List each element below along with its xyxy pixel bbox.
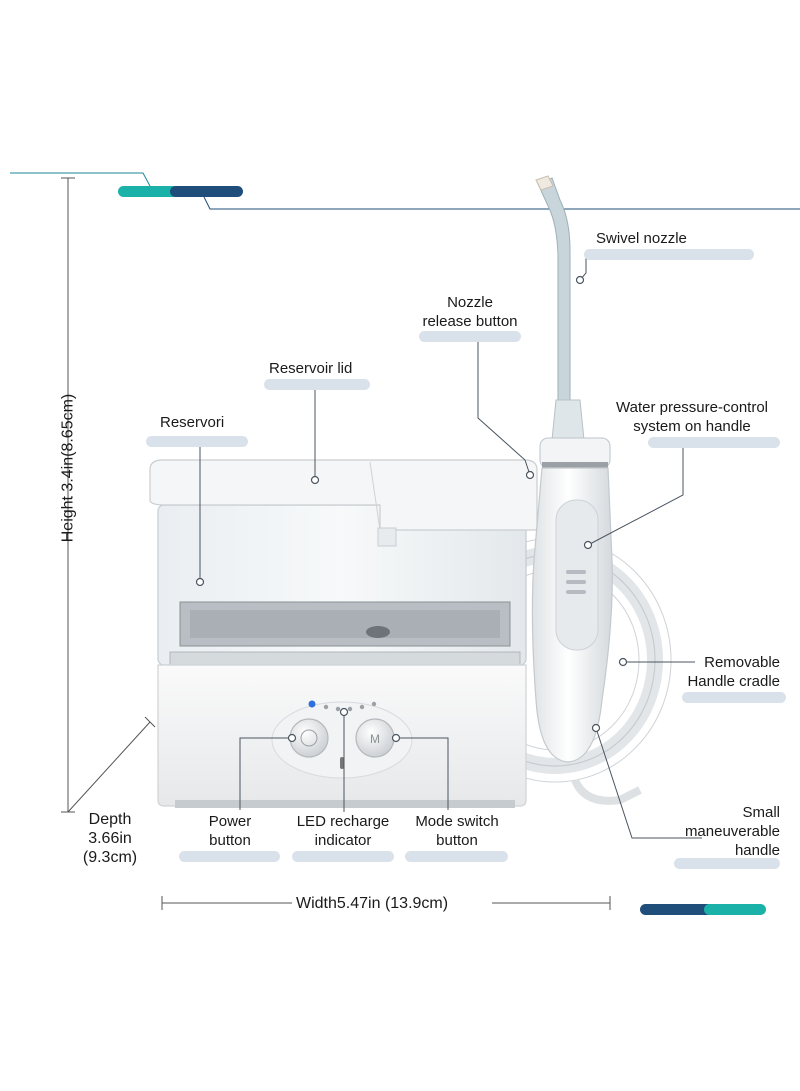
label-removable-handle-cradle: Removable Handle cradle — [640, 653, 780, 691]
label-bar-power-button — [179, 851, 280, 862]
label-line: 3.66in — [88, 830, 132, 847]
label-line: Depth — [88, 811, 132, 828]
base-unit: M — [157, 664, 527, 808]
bottom-accent — [640, 904, 766, 915]
label-line: button — [209, 832, 251, 849]
label-line: (9.3cm) — [82, 849, 138, 866]
label-mode-switch-button: Mode switch button — [405, 812, 509, 850]
label-swivel-nozzle: Swivel nozzle — [596, 230, 687, 247]
label-bar-swivel-nozzle — [584, 249, 754, 260]
label-bar-nozzle-release — [419, 331, 521, 342]
label-line: button — [436, 832, 478, 849]
led-dot — [371, 701, 377, 707]
svg-text:M: M — [370, 732, 380, 746]
led-dot — [347, 706, 353, 712]
navy-accent-bar-bottom — [640, 904, 718, 915]
led-dot — [335, 706, 341, 712]
label-reservoir: Reservori — [160, 414, 225, 431]
label-line: indicator — [314, 832, 372, 849]
label-line: release button — [422, 313, 518, 330]
label-line: maneuverable — [684, 823, 780, 840]
label-bar-mode-switch — [405, 851, 508, 862]
top-accent — [10, 172, 800, 210]
depth-dimension-line — [67, 716, 156, 813]
width-dimension-line — [161, 896, 611, 910]
label-power-button: Power button — [180, 812, 280, 850]
label-bar-led-indicator — [292, 851, 394, 862]
label-small-maneuverable-handle: Small maneuverable handle — [640, 803, 780, 860]
label-bar-small-handle — [674, 858, 780, 869]
label-line: Small — [742, 804, 780, 821]
label-pressure-control-system: Water pressure-control system on handle — [602, 398, 782, 436]
height-dimension-label: Height 3.4in(8.65cm) — [59, 393, 77, 543]
label-led-recharge-indicator: LED recharge indicator — [287, 812, 399, 850]
label-bar-reservoir — [146, 436, 248, 447]
label-line: Removable — [704, 654, 780, 671]
water-flosser-handle — [531, 175, 613, 763]
led-dot — [323, 704, 329, 710]
nozzle-tip — [535, 175, 554, 191]
teal-accent-bar — [118, 186, 178, 197]
label-bar-reservoir-lid — [264, 379, 370, 390]
reservoir-tank — [157, 466, 527, 667]
depth-dimension-label: Depth 3.66in (9.3cm) — [70, 810, 150, 867]
label-line: Handle cradle — [687, 673, 780, 690]
label-line: Nozzle — [447, 294, 493, 311]
callout-dots — [195, 275, 628, 743]
reservoir-lid — [149, 459, 538, 547]
label-bar-pressure-control — [648, 437, 780, 448]
label-line: handle — [734, 842, 780, 859]
label-line: Water pressure-control — [616, 399, 768, 416]
label-nozzle-release-button: Nozzle release button — [420, 293, 520, 331]
width-dimension-label: Width5.47in (13.9cm) — [296, 895, 449, 912]
label-line: Mode switch — [415, 813, 499, 830]
label-reservoir-lid: Reservoir lid — [269, 360, 353, 377]
label-line: system on handle — [633, 418, 751, 435]
label-line: Power — [208, 813, 252, 830]
led-dot — [359, 704, 365, 710]
navy-accent-bar — [170, 186, 243, 197]
label-line: LED recharge — [296, 813, 390, 830]
teal-accent-bar-bottom — [704, 904, 766, 915]
led-dot-blue — [308, 700, 316, 708]
callout-lines — [199, 253, 702, 839]
nozzle-tube — [537, 177, 571, 401]
label-bar-handle-cradle — [682, 692, 786, 703]
